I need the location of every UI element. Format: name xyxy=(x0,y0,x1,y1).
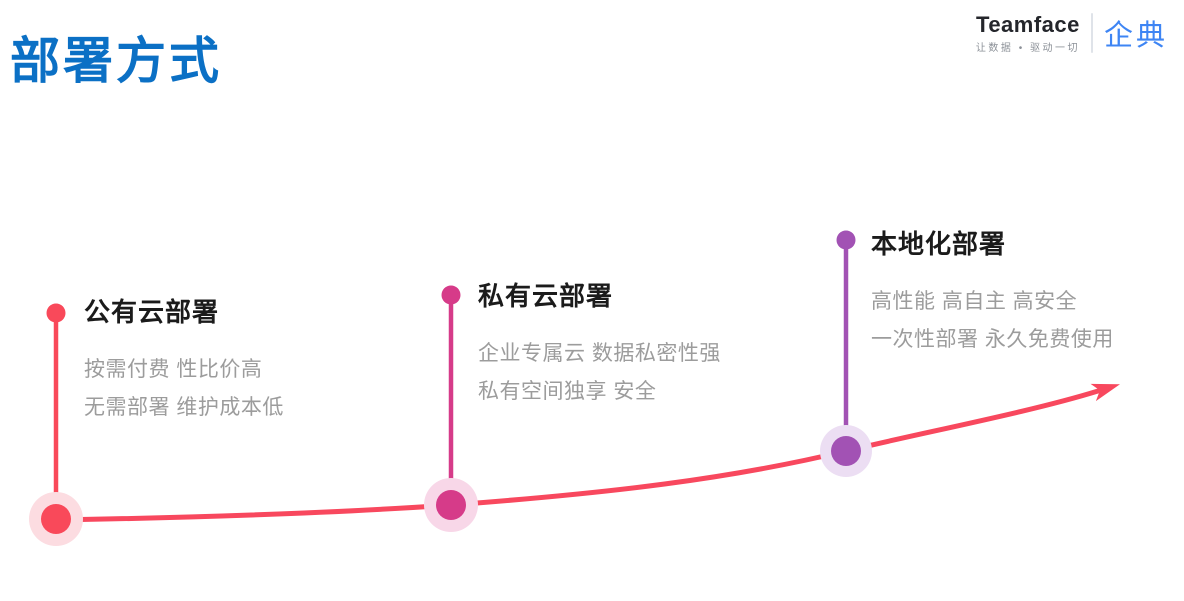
milestone-desc-line: 私有空间独享 安全 xyxy=(478,380,657,403)
stem-top-dot-2 xyxy=(441,285,461,305)
stem-top-dot-3 xyxy=(836,230,856,250)
milestone-description: 企业专属云 数据私密性强 私有空间独享 安全 xyxy=(478,335,721,411)
milestone-desc-line: 企业专属云 数据私密性强 xyxy=(478,342,721,365)
milestone-public-cloud: 公有云部署 按需付费 性比价高 无需部署 维护成本低 xyxy=(84,297,284,427)
milestone-desc-line: 无需部署 维护成本低 xyxy=(84,396,284,419)
milestone-marker-dot-1 xyxy=(41,504,71,534)
milestone-marker-dot-3 xyxy=(831,436,861,466)
teamface-logo: Teamface 让数据 • 驱动一切 企典 xyxy=(976,12,1168,54)
milestone-description: 按需付费 性比价高 无需部署 维护成本低 xyxy=(84,351,284,427)
milestone-desc-line: 一次性部署 永久免费使用 xyxy=(871,328,1114,351)
logo-wordmark: Teamface 让数据 • 驱动一切 xyxy=(975,11,1080,54)
milestone-on-premise: 本地化部署 高性能 高自主 高安全 一次性部署 永久免费使用 xyxy=(871,229,1114,359)
logo-brand: Teamface xyxy=(976,11,1080,37)
stem-top-dot-1 xyxy=(46,303,66,323)
milestone-desc-line: 按需付费 性比价高 xyxy=(84,358,263,381)
logo-divider xyxy=(1090,13,1093,53)
milestone-description: 高性能 高自主 高安全 一次性部署 永久免费使用 xyxy=(871,283,1114,359)
milestone-title: 私有云部署 xyxy=(478,281,614,311)
milestone-desc-line: 高性能 高自主 高安全 xyxy=(871,290,1078,313)
milestone-title: 公有云部署 xyxy=(84,297,220,327)
page-title: 部署方式 xyxy=(10,33,222,89)
growth-curve-arrow xyxy=(53,383,1120,523)
milestone-private-cloud: 私有云部署 企业专属云 数据私密性强 私有空间独享 安全 xyxy=(478,281,721,411)
logo-tagline: 让数据 • 驱动一切 xyxy=(975,42,1080,54)
logo-product-name: 企典 xyxy=(1103,20,1168,52)
milestone-title: 本地化部署 xyxy=(871,229,1007,259)
milestone-marker-dot-2 xyxy=(436,490,466,520)
